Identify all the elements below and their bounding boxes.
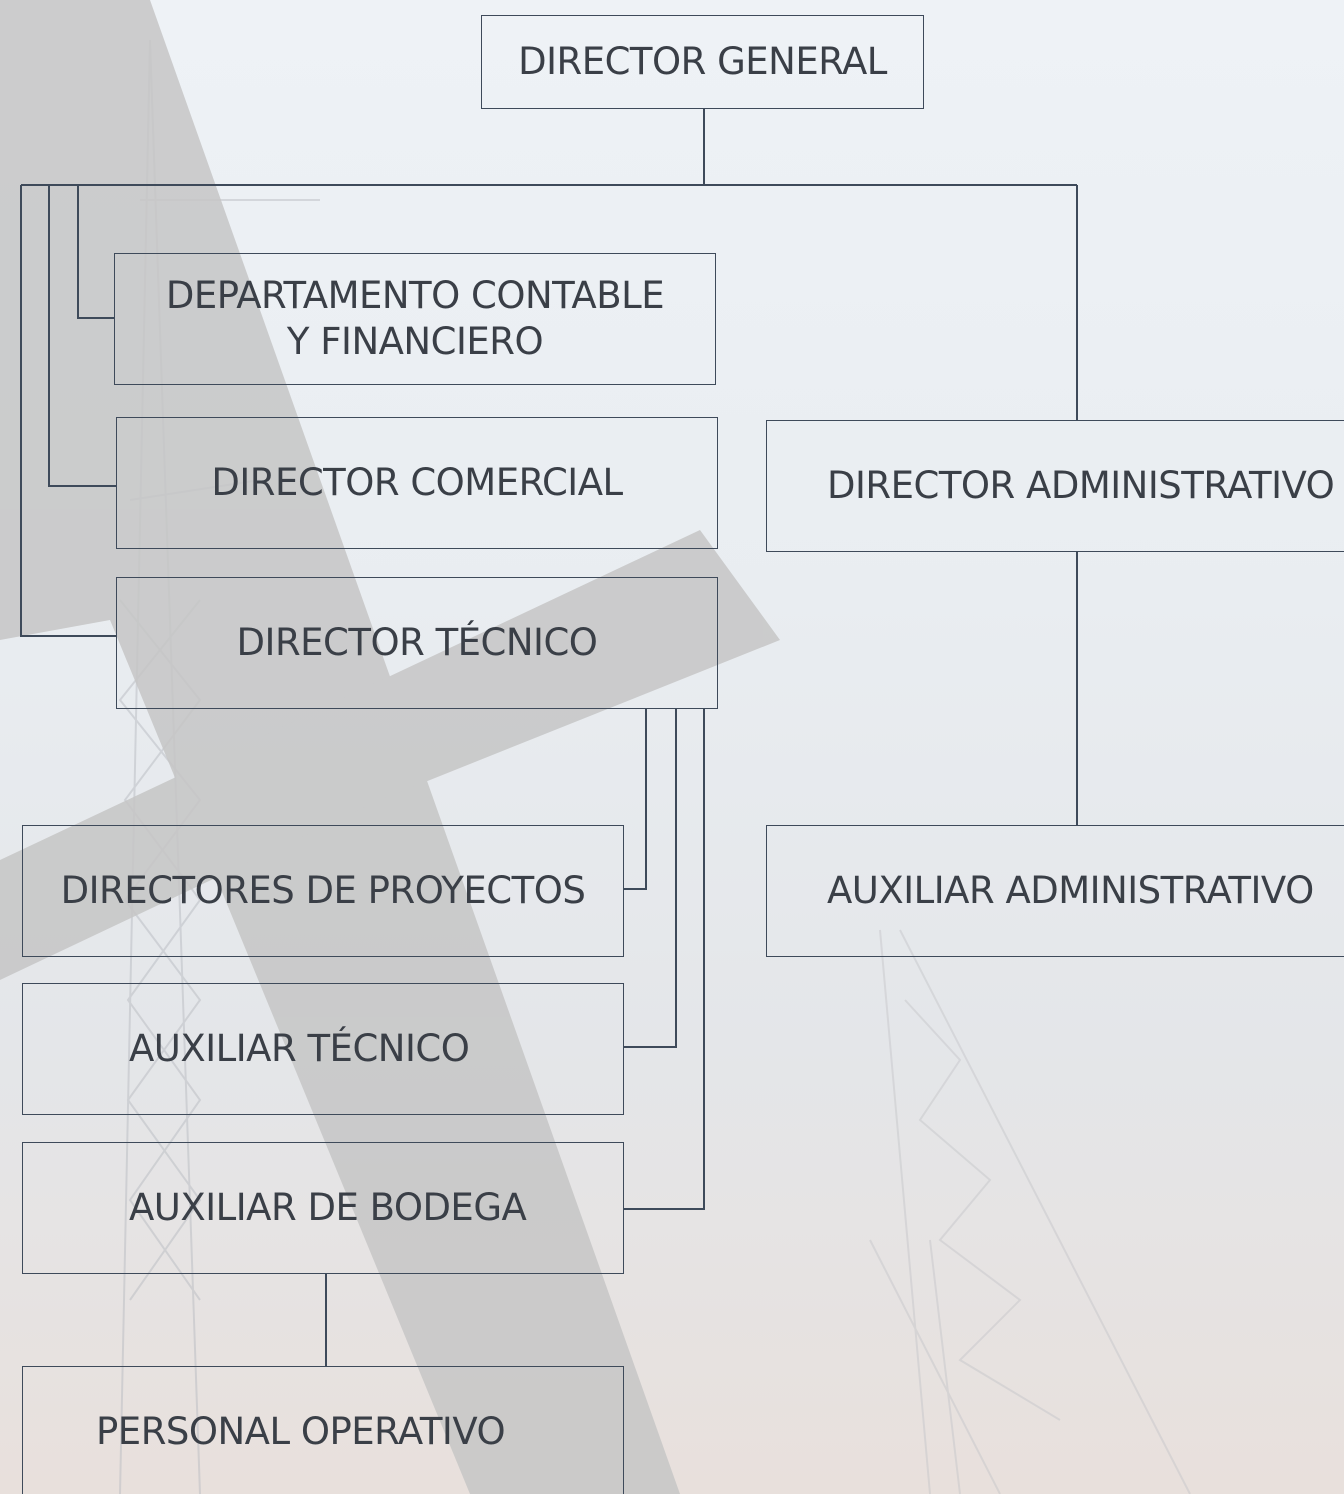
node-auxiliar-tecnico: AUXILIAR TÉCNICO: [22, 983, 624, 1115]
node-personal-operativo: PERSONAL OPERATIVO: [22, 1366, 624, 1494]
node-departamento-contable: DEPARTAMENTO CONTABLE Y FINANCIERO: [114, 253, 716, 385]
node-director-tecnico-label: DIRECTOR TÉCNICO: [236, 621, 598, 664]
connector-to-tecnico: [20, 185, 116, 637]
node-auxiliar-administrativo: AUXILIAR ADMINISTRATIVO: [766, 825, 1344, 957]
node-director-general-label: DIRECTOR GENERAL: [518, 40, 887, 83]
node-director-administrativo: DIRECTOR ADMINISTRATIVO: [766, 420, 1344, 552]
node-director-tecnico: DIRECTOR TÉCNICO: [116, 577, 718, 709]
node-director-comercial: DIRECTOR COMERCIAL: [116, 417, 718, 549]
node-director-comercial-label: DIRECTOR COMERCIAL: [211, 461, 623, 504]
diagonal-band: [0, 0, 780, 1494]
node-director-administrativo-label: DIRECTOR ADMINISTRATIVO: [827, 464, 1335, 507]
node-director-general: DIRECTOR GENERAL: [481, 15, 924, 109]
tower-silhouette-right: [869, 929, 1191, 1494]
node-personal-operativo-label: PERSONAL OPERATIVO: [96, 1410, 506, 1453]
connector-to-auxiliar-bodega: [624, 709, 705, 1210]
connector-to-contable: [77, 185, 114, 319]
connector-to-comercial: [48, 185, 116, 487]
node-auxiliar-administrativo-label: AUXILIAR ADMINISTRATIVO: [827, 869, 1314, 912]
node-auxiliar-tecnico-label: AUXILIAR TÉCNICO: [129, 1027, 470, 1070]
node-directores-proyectos-label: DIRECTORES DE PROYECTOS: [60, 869, 586, 912]
node-departamento-contable-line1: DEPARTAMENTO CONTABLE: [165, 274, 665, 317]
node-auxiliar-bodega-label: AUXILIAR DE BODEGA: [129, 1186, 527, 1229]
connector-to-proyectos: [624, 709, 647, 890]
node-directores-proyectos: DIRECTORES DE PROYECTOS: [22, 825, 624, 957]
node-auxiliar-bodega: AUXILIAR DE BODEGA: [22, 1142, 624, 1274]
node-departamento-contable-line2: Y FINANCIERO: [286, 320, 544, 363]
connector-to-auxiliar-tecnico: [624, 709, 677, 1048]
